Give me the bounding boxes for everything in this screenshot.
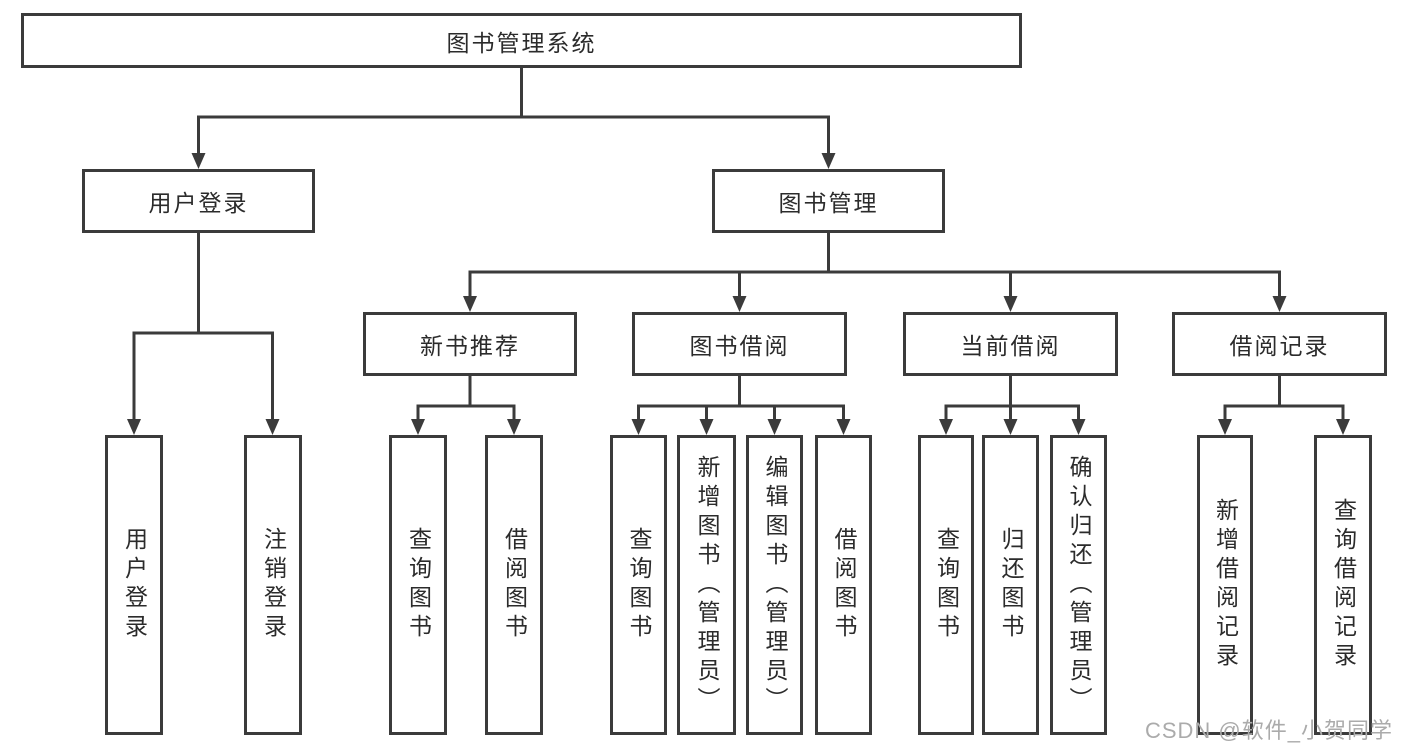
- node-leaf-newrec-query-books-label: 查询图书: [405, 527, 432, 643]
- edge-user-login-to-children: [127, 231, 280, 435]
- node-leaf-current-query-books: 查询图书: [918, 435, 974, 735]
- node-user-login-label: 用户登录: [148, 190, 249, 216]
- node-current-borrow-label: 当前借阅: [960, 333, 1061, 359]
- node-leaf-borrow-add-books-label: 新增图书（管理员）: [694, 454, 720, 716]
- node-leaf-newrec-query-books: 查询图书: [389, 435, 447, 735]
- node-leaf-borrow-query-books: 查询图书: [610, 435, 667, 735]
- edge-root-to-level2: [191, 66, 836, 169]
- node-leaf-current-query-books-label: 查询图书: [933, 527, 960, 643]
- node-new-book-rec-label: 新书推荐: [420, 333, 520, 359]
- node-leaf-records-add-record-label: 新增借阅记录: [1212, 498, 1239, 672]
- node-leaf-borrow-borrow-books-label: 借阅图书: [831, 527, 857, 643]
- node-new-book-rec: 新书推荐: [363, 312, 577, 376]
- node-user-login: 用户登录: [82, 169, 315, 233]
- node-leaf-current-return-books: 归还图书: [982, 435, 1039, 735]
- node-leaf-logout: 注销登录: [244, 435, 302, 735]
- edge-new-book-rec-to-children: [411, 374, 521, 435]
- node-leaf-current-return-books-label: 归还图书: [998, 527, 1024, 643]
- node-borrow-records: 借阅记录: [1172, 312, 1387, 376]
- node-book-mgmt: 图书管理: [712, 169, 945, 233]
- node-book-borrow-label: 图书借阅: [689, 333, 790, 359]
- edge-borrow-records-to-children: [1218, 374, 1350, 435]
- node-leaf-records-query-record: 查询借阅记录: [1314, 435, 1372, 735]
- node-leaf-user-login-label: 用户登录: [121, 527, 148, 643]
- edge-current-borrow-to-children: [939, 374, 1086, 435]
- node-leaf-records-add-record: 新增借阅记录: [1197, 435, 1253, 735]
- node-leaf-current-confirm-return-label: 确认归还（管理员）: [1066, 454, 1092, 716]
- edge-book-borrow-to-children: [631, 374, 851, 435]
- node-current-borrow: 当前借阅: [903, 312, 1118, 376]
- node-leaf-borrow-edit-books: 编辑图书（管理员）: [746, 435, 803, 735]
- node-leaf-logout-label: 注销登录: [260, 527, 287, 643]
- node-leaf-current-confirm-return: 确认归还（管理员）: [1050, 435, 1107, 735]
- node-leaf-borrow-add-books: 新增图书（管理员）: [677, 435, 736, 735]
- node-leaf-newrec-borrow-books: 借阅图书: [485, 435, 543, 735]
- node-book-mgmt-label: 图书管理: [778, 190, 879, 216]
- csdn-watermark: CSDN @软件_小贺同学: [1144, 718, 1393, 743]
- node-root: 图书管理系统: [21, 13, 1022, 68]
- node-root-label: 图书管理系统: [446, 29, 597, 56]
- node-leaf-borrow-edit-books-label: 编辑图书（管理员）: [762, 454, 788, 716]
- node-leaf-borrow-query-books-label: 查询图书: [626, 527, 652, 643]
- node-borrow-records-label: 借阅记录: [1229, 333, 1330, 359]
- edge-book-mgmt-to-children: [463, 231, 1287, 312]
- node-leaf-borrow-borrow-books: 借阅图书: [815, 435, 872, 735]
- node-leaf-user-login: 用户登录: [105, 435, 163, 735]
- node-book-borrow: 图书借阅: [632, 312, 847, 376]
- node-leaf-records-query-record-label: 查询借阅记录: [1330, 498, 1357, 672]
- node-leaf-newrec-borrow-books-label: 借阅图书: [501, 527, 528, 643]
